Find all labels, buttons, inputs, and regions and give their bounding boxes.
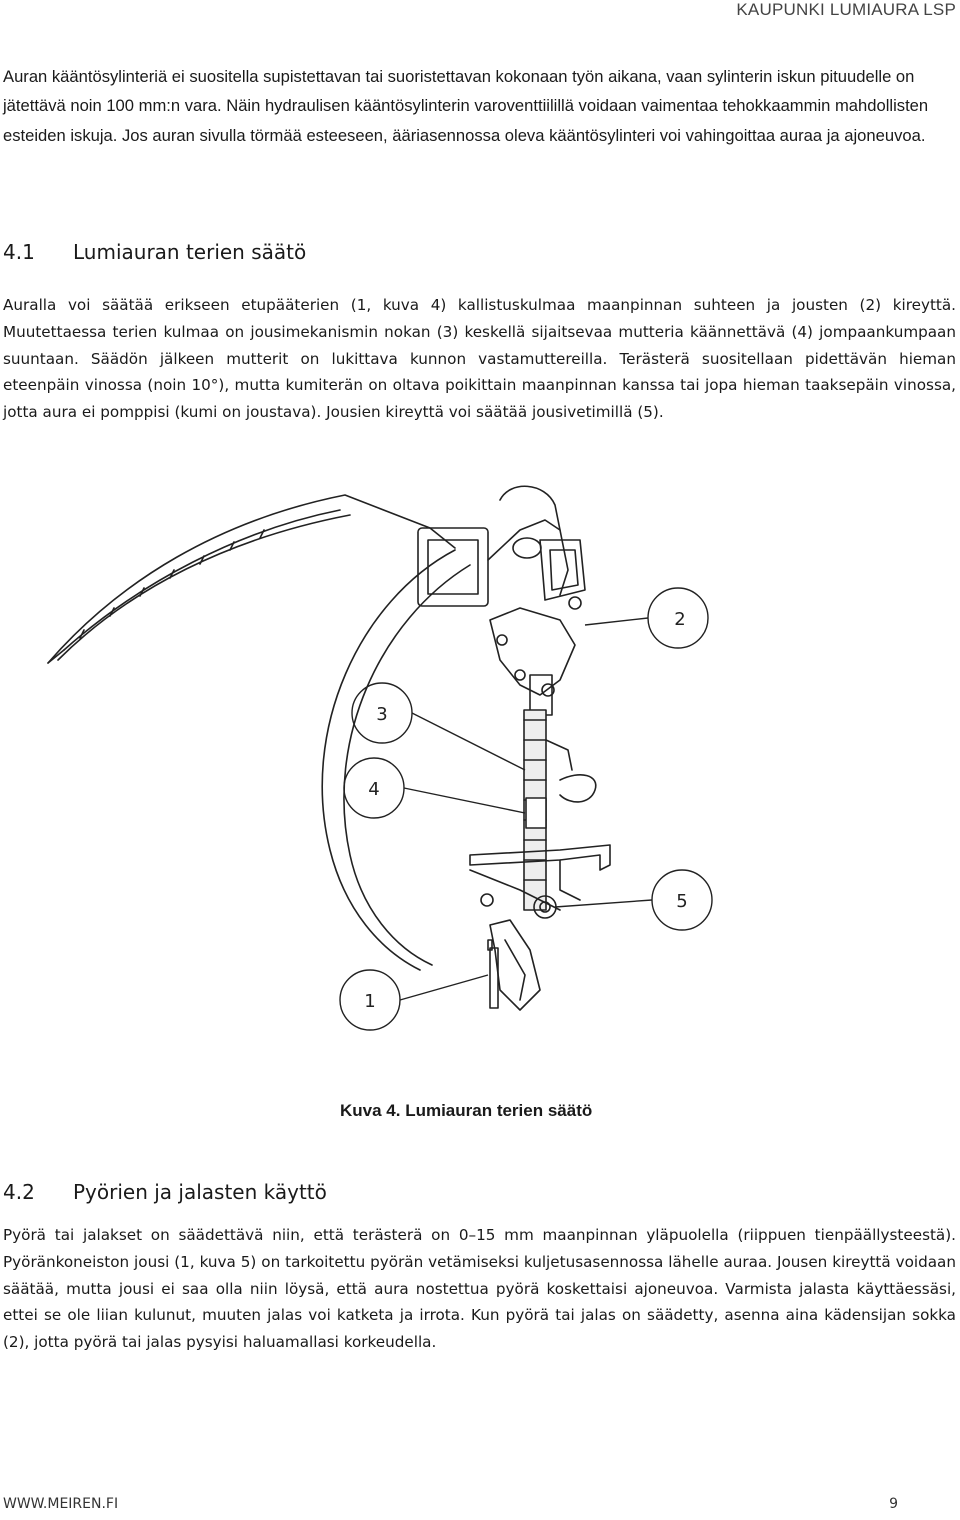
section-4-2-paragraph: Pyörä tai jalakset on säädettävä niin, e…: [3, 1226, 956, 1352]
callout-2: 2: [674, 609, 685, 630]
section-number: 4.1: [3, 240, 35, 264]
header-brand: KAUPUNKI LUMIAURA LSP: [736, 0, 956, 19]
intro-paragraph: Auran kääntösylinteriä ei suositella sup…: [3, 67, 929, 145]
callout-1: 1: [364, 991, 375, 1012]
section-4-1-paragraph: Auralla voi säätää erikseen etupääterien…: [3, 296, 956, 422]
callout-3: 3: [376, 704, 387, 725]
section-title: Lumiauran terien säätö: [73, 240, 307, 264]
section-heading-4-2: 4.2 Pyörien ja jalasten käyttö: [3, 1180, 903, 1204]
section-title: Pyörien ja jalasten käyttö: [73, 1180, 327, 1204]
plow-mechanism-drawing: 2 3 4 5 1: [47, 485, 713, 1031]
callout-5: 5: [676, 891, 687, 912]
figure-caption: Kuva 4. Lumiauran terien säätö: [340, 1101, 593, 1120]
section-heading-4-1: 4.1 Lumiauran terien säätö: [3, 240, 903, 264]
footer-website: WWW.MEIREN.FI: [3, 1496, 119, 1512]
footer-page-number: 9: [889, 1496, 898, 1512]
figure-blade-adjustment: 2 3 4 5 1: [0, 470, 960, 1110]
section-number: 4.2: [3, 1180, 35, 1204]
callout-4: 4: [368, 779, 379, 800]
